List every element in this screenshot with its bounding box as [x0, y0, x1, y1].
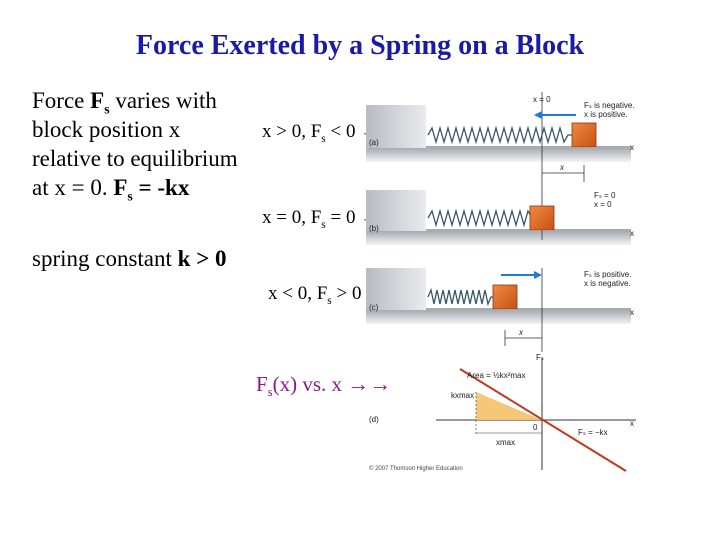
wall — [366, 105, 426, 155]
note: x is negative. — [584, 279, 631, 288]
force-arrow-left-icon — [534, 111, 542, 119]
k-symbol: k — [177, 246, 191, 271]
intro-line-2: block position x — [32, 117, 181, 142]
fs-axis-label: Fₛ — [536, 353, 544, 362]
area-label: Area = ½kx²max — [467, 371, 525, 380]
axis-label: x — [630, 143, 634, 152]
case-text: x < 0, F — [268, 283, 328, 304]
intro-text: at x = 0. — [32, 175, 114, 200]
block — [492, 284, 518, 310]
intro-text: Force — [32, 88, 91, 113]
hooke-law: = -kx — [132, 175, 190, 200]
line-equation: Fₛ = −kx — [578, 428, 608, 437]
force-line — [459, 368, 627, 472]
intro-line-1: Force Fs varies with — [32, 86, 217, 124]
axis-label: x — [630, 229, 634, 238]
force-subscript: s — [104, 101, 110, 117]
note: Fₛ = 0 — [594, 191, 616, 200]
double-right-arrow-icon: →→ — [347, 371, 392, 396]
case-b-label: x = 0, Fs = 0 → — [262, 207, 379, 231]
force-symbol: F — [113, 175, 128, 200]
case-sub: s — [321, 218, 326, 231]
case-text: < 0 — [325, 121, 356, 142]
panel-tag: (a) — [369, 138, 379, 147]
area-region — [476, 392, 542, 420]
case-a-label: x > 0, Fs < 0 → — [262, 121, 379, 145]
spring-stretched — [427, 125, 572, 145]
panel-a: x = 0 Fₛ is negative. x is positive. (a)… — [366, 92, 635, 192]
copyright-note: © 2007 Thomson Higher Education — [369, 465, 463, 472]
panel-tag: (c) — [369, 303, 379, 312]
panel-tag: (d) — [369, 415, 379, 424]
caption-text: (x) vs. x — [272, 372, 343, 396]
case-text: x = 0, F — [262, 207, 322, 228]
case-text: = 0 — [325, 207, 356, 228]
force-subscript: s — [127, 188, 133, 204]
spring-compressed — [427, 287, 494, 307]
spring-block-figure: x = 0 Fₛ is negative. x is positive. (a)… — [366, 92, 636, 472]
panel-c: Fₛ is positive. x is negative. (c) x x — [366, 268, 634, 352]
caption-text: F — [256, 372, 268, 396]
case-text: > 0 — [331, 283, 362, 304]
case-sub: s — [327, 294, 332, 307]
force-symbol: F — [90, 88, 105, 113]
xmax-label: xmax — [496, 438, 515, 447]
note: x is positive. — [584, 110, 628, 119]
case-text: x > 0, F — [262, 121, 322, 142]
distance-label: x — [559, 163, 565, 172]
panel-b: Fₛ = 0 x = 0 (b) x — [366, 190, 634, 245]
axis-label: x — [630, 308, 634, 317]
origin-label: 0 — [533, 423, 538, 432]
spring-constant-line: spring constant k > 0 — [32, 244, 227, 273]
caption-sub: s — [267, 385, 273, 400]
note: Fₛ is negative. — [584, 101, 635, 110]
x0-label: x = 0 — [533, 95, 551, 104]
note: Fₛ is positive. — [584, 270, 631, 279]
spring-relaxed — [427, 208, 536, 228]
intro-line-4: at x = 0. Fs = -kx — [32, 173, 189, 211]
block — [529, 205, 555, 231]
force-arrow-right-icon — [534, 271, 542, 279]
page-title: Force Exerted by a Spring on a Block — [135, 30, 585, 61]
block — [571, 122, 597, 148]
panel-d-graph: Area = ½kx²max Fₛ kxmax 0 x xmax Fₛ = −k… — [369, 353, 636, 472]
intro-text: varies with — [109, 88, 217, 113]
distance-label: x — [518, 328, 524, 337]
k-condition: > 0 — [190, 246, 227, 271]
intro-text: spring constant — [32, 246, 178, 271]
graph-caption: Fs(x) vs. x →→ — [256, 371, 391, 400]
note: x = 0 — [594, 200, 612, 209]
panel-tag: (b) — [369, 224, 379, 233]
intro-line-3: relative to equilibrium — [32, 146, 238, 171]
kxmax-label: kxmax — [451, 391, 474, 400]
x-axis-label: x — [630, 419, 634, 428]
floor — [366, 148, 631, 162]
case-sub: s — [321, 132, 326, 145]
